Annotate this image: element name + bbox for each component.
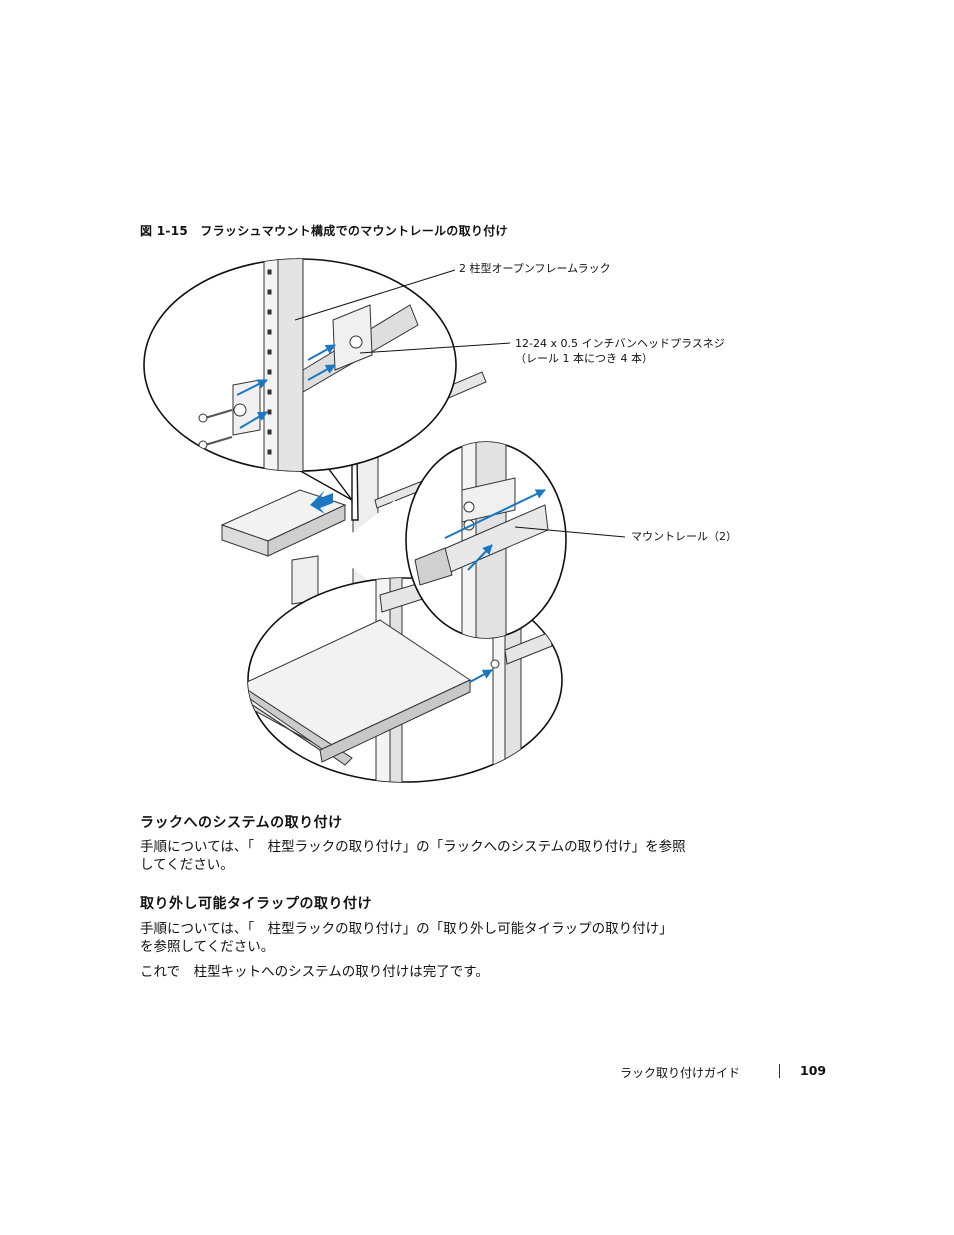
paragraph-line: 手順については、「 柱型ラックの取り付け」の「取り外し可能タイラップの取り付け」 (140, 921, 673, 937)
figure-caption: 図 1-15 フラッシュマウント構成でのマウントレールの取り付け (140, 224, 508, 238)
rack-installation-illustration (143, 258, 626, 783)
callout-rack: 2 柱型オープンフレームラック (459, 262, 611, 275)
paragraph-line: してください。 (140, 857, 234, 873)
callout-screws-1: 12-24 x 0.5 インチバンヘッドプラスネジ (515, 337, 725, 350)
insert-arrow (310, 490, 333, 514)
callout-screws-2: （レール 1 本につき 4 本） (515, 352, 653, 365)
footer-divider (779, 1064, 780, 1078)
paragraph-line: を参照してください。 (140, 939, 275, 955)
footer-label: ラック取り付けガイド (620, 1066, 741, 1080)
page-number: 109 (800, 1063, 827, 1078)
detail-bubble-right (405, 441, 567, 639)
paragraph-line: これで 柱型キットへのシステムの取り付けは完了です。 (140, 964, 489, 980)
detail-bubble-top (143, 258, 457, 472)
section-heading-tie-wrap: 取り外し可能タイラップの取り付け (140, 896, 372, 912)
section-heading-install-system: ラックへのシステムの取り付け (140, 815, 343, 831)
paragraph-line: 手順については、「 柱型ラックの取り付け」の「ラックへのシステムの取り付け」を参… (140, 839, 686, 855)
callout-rail: マウントレール（2） (631, 530, 737, 543)
